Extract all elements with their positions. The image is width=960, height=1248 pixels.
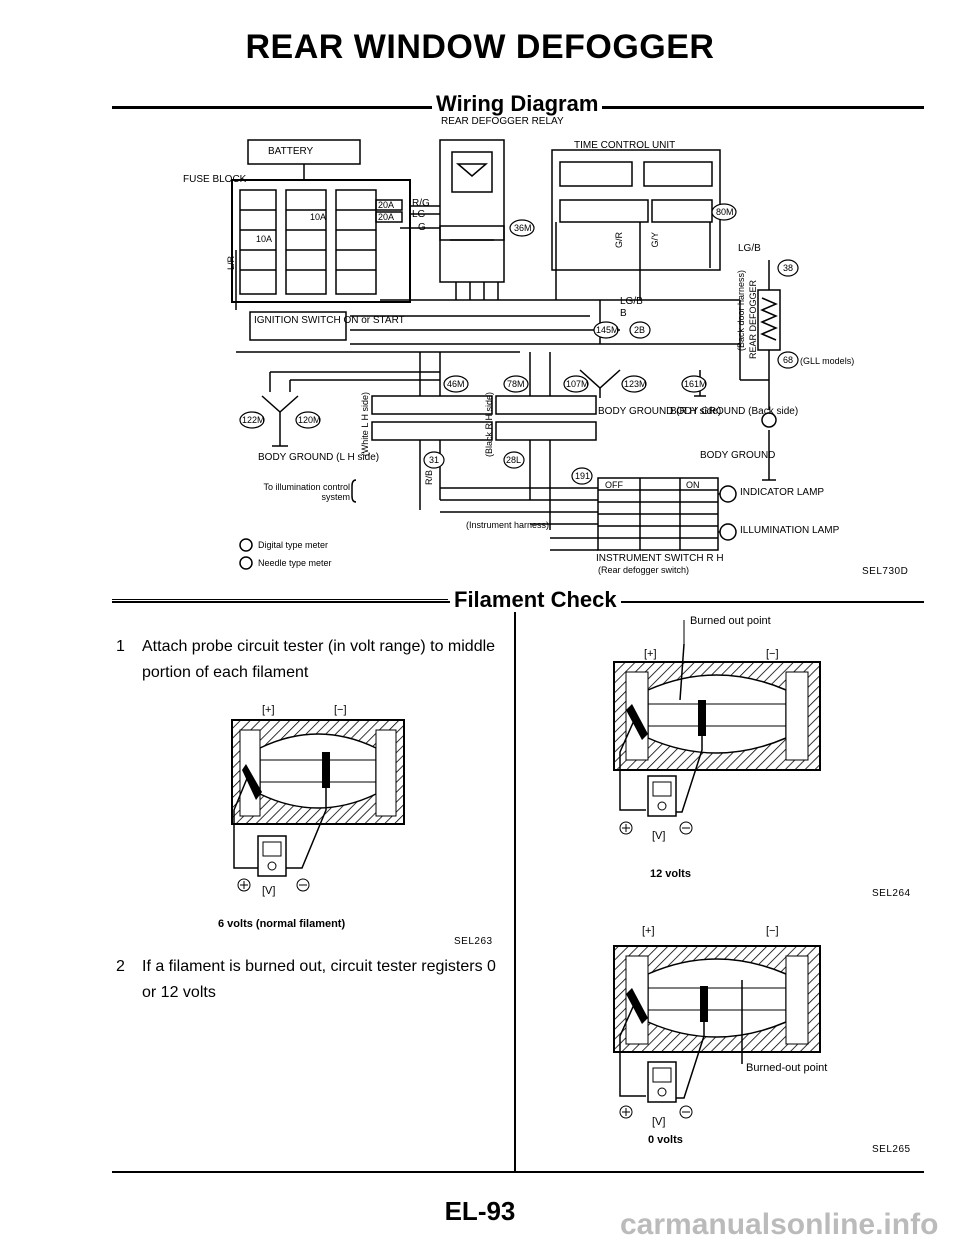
header-rule-left — [112, 106, 432, 109]
step1-text: Attach probe circuit tester (in volt ran… — [142, 638, 496, 681]
fig2-volts-unit: [V] — [652, 830, 666, 842]
burned-out-point-bottom: Burned-out point — [746, 1062, 828, 1074]
body-ground-label: BODY GROUND — [700, 450, 776, 461]
fuse-block-label: FUSE BLOCK — [183, 174, 247, 185]
code-sel263: SEL263 — [454, 936, 493, 947]
code-sel265: SEL265 — [872, 1144, 911, 1155]
filament-rule-right — [596, 601, 924, 603]
fig3-plus: [+] — [642, 925, 655, 937]
wiring-diagram-heading: Wiring Diagram — [432, 91, 603, 117]
step2-number: 2 — [116, 958, 125, 975]
conn-161m: 161M — [684, 379, 707, 389]
fig2-minus: [−] — [766, 648, 779, 660]
wire-lgb-label: LG/B — [738, 243, 761, 254]
fig1-minus: [−] — [334, 704, 347, 716]
fuse-20a-label-1: 20A — [378, 200, 395, 210]
figure-12v — [613, 620, 821, 835]
column-divider — [514, 612, 516, 1172]
fig1-plus: [+] — [262, 704, 275, 716]
battery-label: BATTERY — [268, 146, 314, 157]
fuse-block — [231, 179, 411, 303]
wiring-diagram — [112, 139, 799, 600]
fig1-volts-unit: [V] — [262, 885, 276, 897]
rear-defogger-switch-label: (Rear defogger switch) — [598, 565, 690, 575]
figure-6v — [231, 719, 405, 892]
conn-38: 38 — [783, 263, 794, 273]
conn-80m: 80M — [716, 207, 734, 217]
header-rule-right — [598, 106, 924, 109]
switch-off-label: OFF — [605, 480, 623, 490]
gll-models-label: (GLL models) — [800, 356, 855, 366]
conn-68: 68 — [783, 355, 794, 365]
body-ground-rh-label: BODY GROUND (R H side) — [598, 406, 722, 417]
conn-36m: 36M — [514, 223, 532, 233]
legend-needle: Needle type meter — [258, 558, 332, 568]
wire-b-label: B — [620, 308, 627, 319]
body-ground-back-label: BODY GROUND (Back side) — [670, 406, 799, 417]
illumination-lamp-label: ILLUMINATION LAMP — [740, 525, 840, 536]
fuse-10a-label-1: 10A — [310, 212, 327, 222]
wire-g-label: G — [418, 222, 426, 233]
page-title: REAR WINDOW DEFOGGER — [245, 28, 715, 66]
code-sel264: SEL264 — [872, 888, 911, 899]
conn-191: 191 — [575, 471, 591, 481]
watermark: carmanualsonline.info — [620, 1208, 939, 1241]
wire-lg-label: LG — [412, 209, 426, 220]
wire-lgb-label-2: LG/B — [620, 296, 643, 307]
step2-text: If a filament is burned out, circuit tes… — [142, 958, 496, 1001]
caption-0v: 0 volts — [648, 1134, 683, 1146]
conn-46m: 46M — [447, 379, 465, 389]
figure-0v — [613, 945, 821, 1119]
fuse-20a-label-2: 20A — [378, 212, 395, 222]
caption-6v: 6 volts (normal filament) — [218, 918, 346, 930]
conn-31: 31 — [429, 455, 440, 465]
legend-digital: Digital type meter — [258, 540, 329, 550]
fig3-volts-unit: [V] — [652, 1116, 666, 1128]
ignition-switch-label: IGNITION SWITCH ON or START — [254, 315, 405, 326]
wire-rg-label: R/G — [412, 198, 430, 209]
conn-145m: 145M — [596, 325, 619, 335]
filament-check-heading: Filament Check — [450, 587, 621, 613]
conn-122m: 122M — [242, 415, 265, 425]
instrument-switch-label: INSTRUMENT SWITCH R H — [596, 553, 724, 564]
switch-on-label: ON — [686, 480, 700, 490]
instrument-harness-label: (Instrument harness) — [466, 520, 550, 530]
to-illumination-label: To illumination control system — [263, 482, 350, 502]
time-control-unit-label: TIME CONTROL UNIT — [574, 140, 676, 151]
indicator-lamp-label: INDICATOR LAMP — [740, 487, 825, 498]
conn-123m: 123M — [624, 379, 647, 389]
ignition-switch-box — [249, 311, 347, 341]
conn-28l: 28L — [506, 455, 522, 465]
burned-out-point-top: Burned out point — [690, 615, 771, 627]
fuse-10a-label-2: 10A — [256, 234, 273, 244]
conn-2b: 2B — [634, 325, 646, 335]
page-number: EL-93 — [444, 1196, 516, 1226]
fig3-minus: [−] — [766, 925, 779, 937]
caption-12v: 12 volts — [650, 868, 691, 880]
filament-rule-left — [112, 601, 450, 603]
conn-107m: 107M — [566, 379, 589, 389]
conn-78m: 78M — [507, 379, 525, 389]
diagram-code: SEL730D — [862, 566, 909, 577]
step1-number: 1 — [116, 638, 125, 655]
fig2-plus: [+] — [644, 648, 657, 660]
relay-label: REAR DEFOGGER RELAY — [441, 116, 564, 127]
conn-120m: 120M — [298, 415, 321, 425]
